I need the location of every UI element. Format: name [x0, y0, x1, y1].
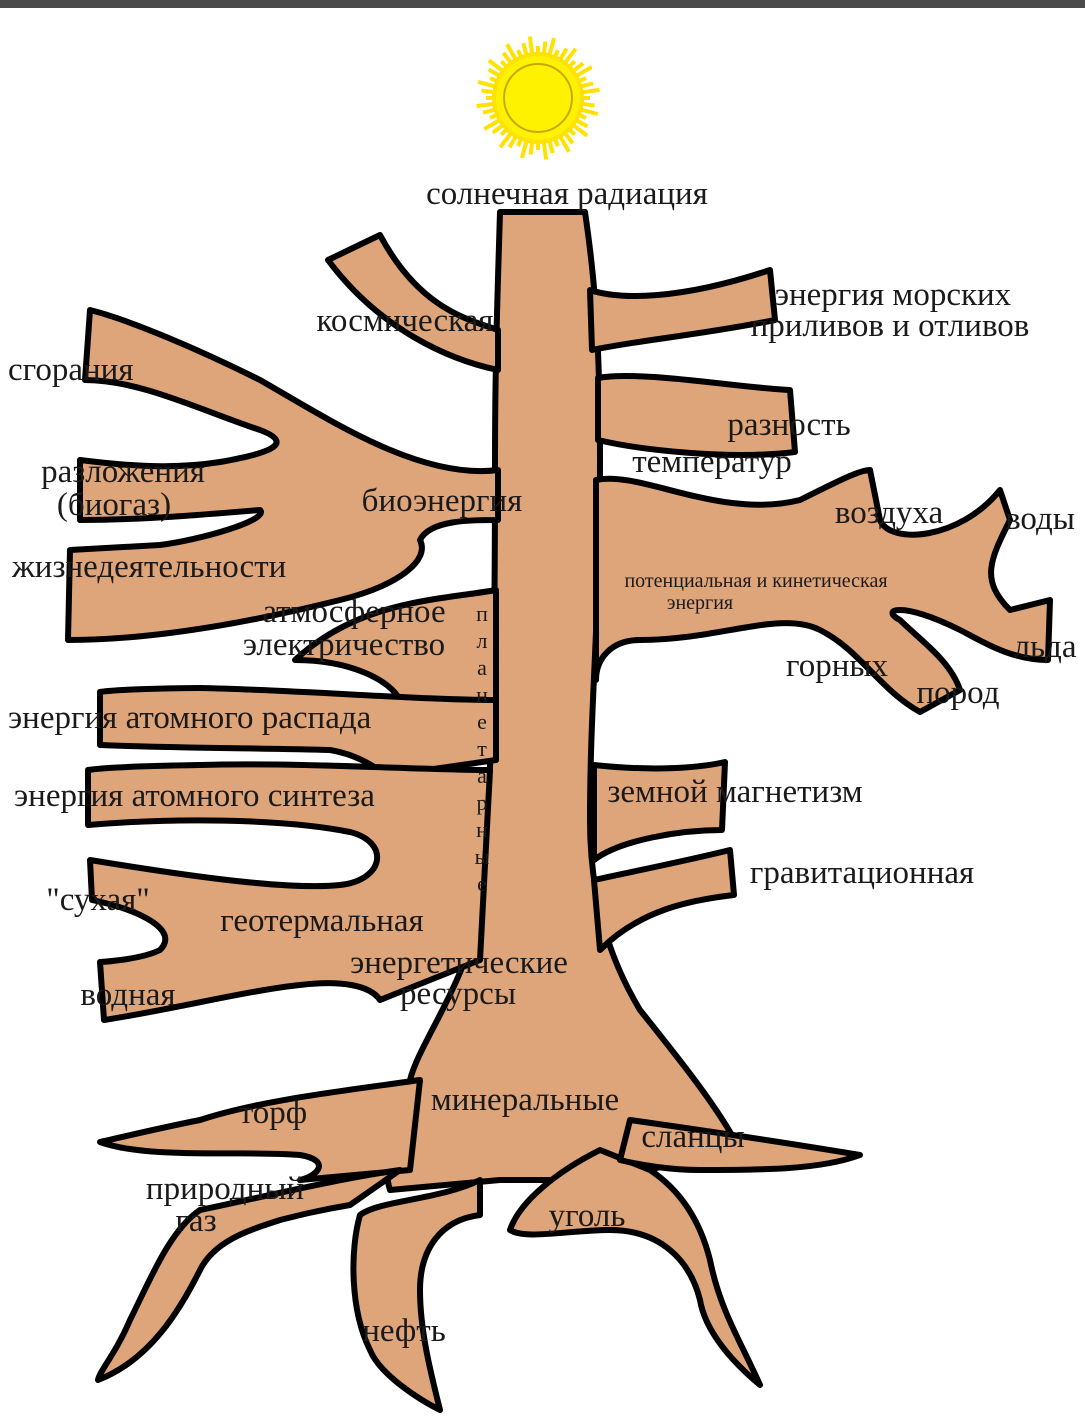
- label-natural-gas-line1: природный: [146, 1173, 304, 1206]
- label-temp-line1: разность: [727, 409, 850, 442]
- root-coal: [510, 1150, 760, 1385]
- label-vital-activity: жизнедеятельности: [12, 551, 286, 584]
- label-gravity: гравитационная: [750, 857, 974, 890]
- label-temp-line2: температур: [632, 446, 792, 479]
- sun-ray: [549, 38, 554, 55]
- label-decomposition-line2: (биогаз): [57, 489, 171, 522]
- label-geothermal: геотермальная: [220, 905, 423, 938]
- sun-ray: [582, 90, 600, 92]
- label-magnetism: земной магнетизм: [607, 776, 862, 809]
- label-atomic-decay: энергия атомного распада: [8, 702, 371, 735]
- label-resources: ресурсы: [400, 978, 516, 1011]
- label-tides-line2: приливов и отливов: [751, 310, 1030, 343]
- label-decomposition-line1: разложения: [41, 456, 205, 489]
- sun-ray: [522, 141, 527, 158]
- root-oil: [353, 1180, 480, 1410]
- label-minerals: минеральные: [431, 1084, 619, 1117]
- label-air: воздуха: [835, 497, 943, 530]
- label-coal: уголь: [549, 1200, 626, 1233]
- label-aqueous: водная: [80, 979, 175, 1012]
- label-mountain: горных: [786, 650, 888, 683]
- label-cosmic: космическая: [317, 305, 494, 338]
- label-water: воды: [1005, 503, 1075, 536]
- label-planetary-vertical: п л а н е т а р н ы е: [472, 600, 492, 897]
- label-natural-gas-line2: газ: [175, 1205, 216, 1238]
- label-atmospheric-line1: атмосферное: [262, 596, 445, 629]
- label-potential-line1: потенциальная и кинетическая: [624, 571, 887, 591]
- label-atmospheric-line2: электричество: [243, 629, 445, 662]
- branch-tides: [590, 270, 775, 350]
- label-potential-line2: энергия: [667, 593, 733, 613]
- label-shale: сланцы: [641, 1121, 744, 1154]
- label-ice: льда: [1014, 631, 1077, 664]
- label-rocks: пород: [917, 677, 1000, 710]
- branch-gravity: [594, 850, 734, 950]
- sun-ray: [478, 82, 495, 87]
- label-combustion: сгорания: [8, 354, 134, 387]
- sun-ray: [544, 142, 546, 160]
- sun-icon: [477, 37, 600, 160]
- label-oil: нефть: [362, 1315, 446, 1348]
- label-bioenergy: биоэнергия: [362, 485, 523, 518]
- sun-ray: [530, 37, 532, 55]
- label-dry: "сухая": [46, 884, 150, 917]
- sun-ray: [477, 104, 495, 106]
- label-solar-radiation: солнечная радиация: [426, 178, 708, 211]
- sun-ray: [581, 109, 598, 114]
- label-atomic-synthesis: энергия атомного синтеза: [14, 780, 375, 813]
- label-peat: торф: [239, 1097, 307, 1130]
